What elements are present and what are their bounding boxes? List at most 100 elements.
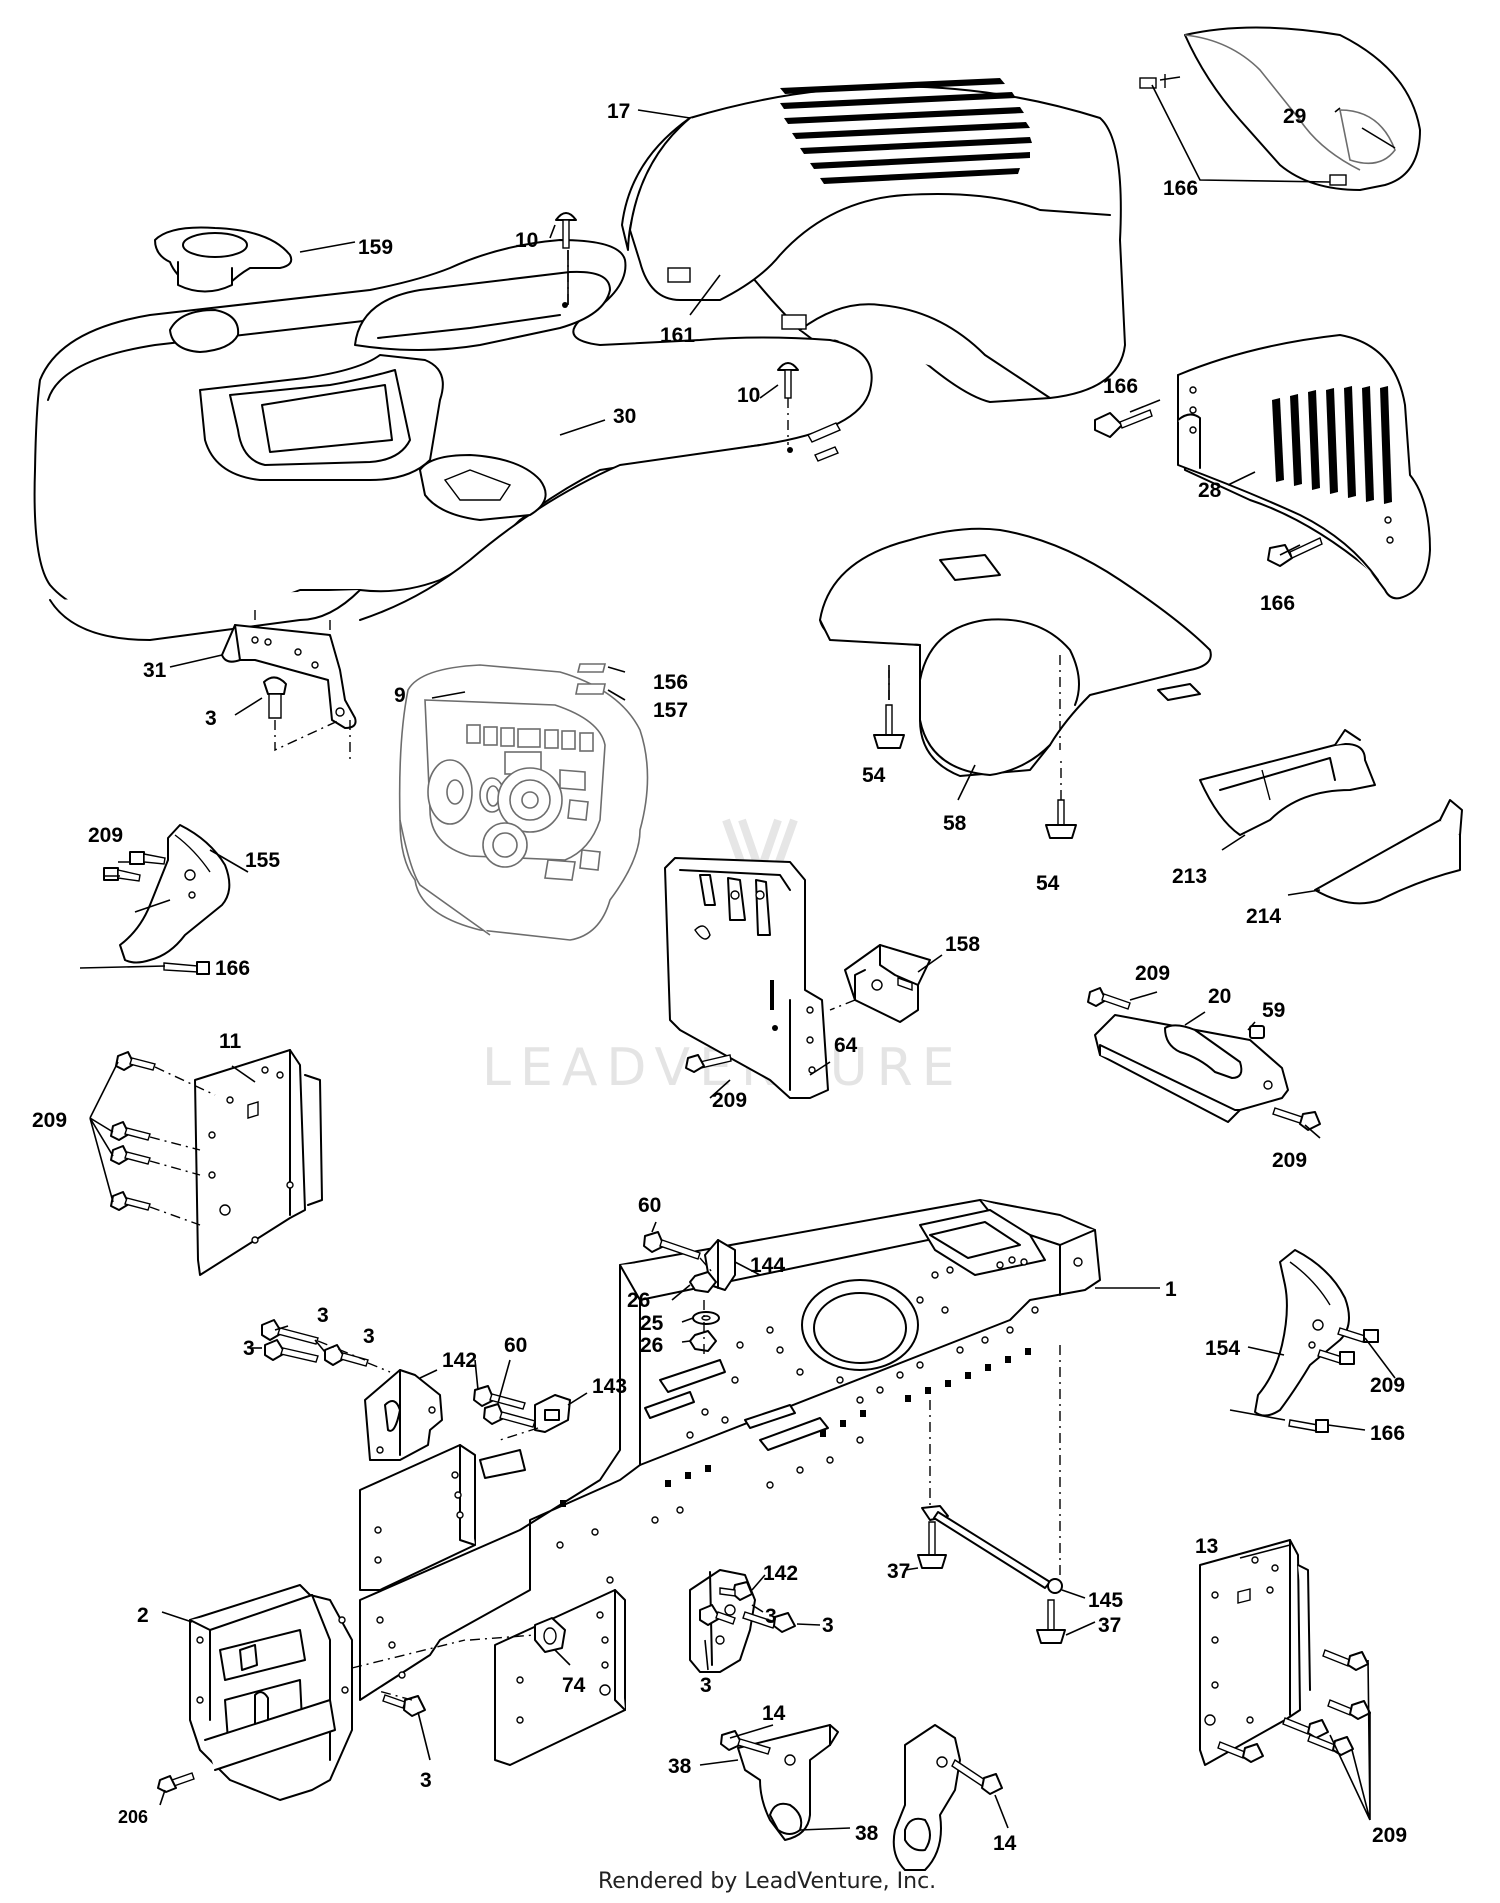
screw-13-3 [1282, 1717, 1329, 1739]
callout-144: 144 [750, 1254, 785, 1277]
callout-3-front-bracket: 3 [420, 1769, 432, 1792]
part-142-bracket-upper [364, 1369, 443, 1461]
part-3-screw-front-1 [261, 1319, 319, 1345]
frame-pulley-opening [801, 1279, 919, 1371]
part-166-screw-grille-upper [1094, 409, 1153, 438]
frame-front-plates [359, 1444, 626, 1766]
part-154-bracket [1254, 1249, 1350, 1417]
part-213-shield [1199, 729, 1376, 836]
hood-pad-upper [667, 267, 691, 283]
part-166-screw-154 [1288, 1419, 1329, 1433]
part-11-side-plate [194, 1049, 323, 1276]
callout-37-right: 37 [1098, 1614, 1121, 1637]
callout-60-pair: 60 [504, 1334, 527, 1357]
part-209-screw-20-lower [1272, 1107, 1321, 1131]
callout-11: 11 [219, 1030, 242, 1053]
callout-74: 74 [562, 1674, 586, 1697]
callout-13: 13 [1195, 1535, 1218, 1558]
callout-209-11: 209 [32, 1109, 67, 1132]
part-10-bolt-upper [555, 212, 577, 249]
part-3-screw-142-lower-b [742, 1611, 796, 1633]
part-209-screw-20-upper [1087, 987, 1131, 1010]
part-14-bolt-right [951, 1758, 1003, 1795]
callout-17: 17 [607, 100, 630, 123]
callout-209-20-lower: 209 [1272, 1149, 1307, 1172]
callout-3-front-2: 3 [243, 1337, 255, 1360]
fender-control-panel-opening [199, 354, 444, 481]
callout-166-154: 166 [1370, 1422, 1405, 1445]
callout-54-right: 54 [1036, 872, 1060, 895]
callout-3-bracket: 3 [205, 707, 217, 730]
part-64-dash-support [664, 857, 829, 1099]
part-25-washer [692, 1311, 720, 1325]
callout-37-left: 37 [887, 1560, 910, 1583]
part-3-screw-bracket [263, 676, 287, 719]
callout-157: 157 [653, 699, 688, 722]
callout-142-upper: 142 [442, 1349, 477, 1372]
part-143-bracket [534, 1394, 571, 1433]
callout-3-front-1: 3 [317, 1304, 329, 1327]
screw-13-5 [1217, 1741, 1264, 1763]
part-3-screw-142-lower-c [699, 1604, 736, 1626]
part-166-screw-grille-lower [1267, 537, 1323, 567]
callout-209-20-upper: 209 [1135, 962, 1170, 985]
callout-214: 214 [1246, 905, 1281, 928]
part-37-bolt-left [917, 1521, 947, 1569]
part-20-plate [1094, 1014, 1289, 1123]
part-214-shield [1314, 799, 1463, 905]
callout-9: 9 [394, 684, 406, 707]
fender-lift-lever-slot [419, 454, 547, 521]
callout-142-lower: 142 [763, 1562, 798, 1585]
part-26-nut-upper [689, 1271, 717, 1293]
part-145-rod [921, 1505, 1063, 1594]
part-58-seat-pan [819, 527, 1212, 777]
hood-grille [780, 78, 1032, 184]
callout-166-grille-upper: 166 [1103, 375, 1138, 398]
callout-58: 58 [943, 812, 967, 835]
callout-26-lower: 26 [640, 1334, 663, 1357]
part-209-screw-155-lower [103, 867, 141, 882]
callout-30: 30 [613, 405, 636, 428]
callout-213: 213 [1172, 865, 1207, 888]
part-17-hood [621, 78, 1126, 403]
callout-145: 145 [1088, 1589, 1123, 1612]
grille-slots [1272, 386, 1392, 504]
callout-20: 20 [1208, 985, 1231, 1008]
callout-54-left: 54 [862, 764, 886, 787]
callout-29: 29 [1283, 105, 1306, 128]
callout-14-right: 14 [993, 1832, 1017, 1855]
frame-slots [560, 1348, 1031, 1507]
callout-3-142-lower-a: 3 [765, 1605, 777, 1628]
screw-11-1 [115, 1051, 156, 1071]
part-59-nut [1249, 1025, 1265, 1039]
callout-10-upper: 10 [515, 229, 538, 252]
callout-143: 143 [592, 1375, 627, 1398]
callout-38-right: 38 [855, 1822, 879, 1845]
callout-28: 28 [1198, 479, 1222, 502]
screw-11-3 [110, 1145, 151, 1165]
part-209-screw-64 [685, 1054, 732, 1073]
part-54-screw-left [873, 704, 905, 749]
callout-10-lower: 10 [737, 384, 760, 407]
part-3-screw-front-bracket [382, 1694, 426, 1717]
callout-3-front-3: 3 [363, 1325, 375, 1348]
part-155-bracket [119, 824, 231, 964]
part-157-decal [575, 683, 606, 695]
part-13-side-plate [1199, 1539, 1311, 1766]
part-29-headlight-lens [1139, 26, 1421, 191]
leader-lines [79, 84, 1396, 1831]
callout-31: 31 [143, 659, 167, 682]
part-30-fender-deck [33, 239, 873, 641]
callout-209-154: 209 [1370, 1374, 1405, 1397]
footer-credit: Rendered by LeadVenture, Inc. [598, 1869, 936, 1894]
part-3-screw-142-lower-a [719, 1581, 753, 1601]
part-159-cup-holder [154, 226, 293, 293]
callout-154: 154 [1205, 1337, 1240, 1360]
part-209-screws-154 [1317, 1327, 1379, 1365]
callout-206: 206 [118, 1807, 148, 1827]
callout-labels: 17 29 166 159 10 161 10 30 166 28 166 31… [32, 100, 1407, 1855]
screw-11-4 [110, 1191, 151, 1211]
part-166-screw-155 [163, 961, 210, 975]
part-74-nut [534, 1617, 566, 1653]
